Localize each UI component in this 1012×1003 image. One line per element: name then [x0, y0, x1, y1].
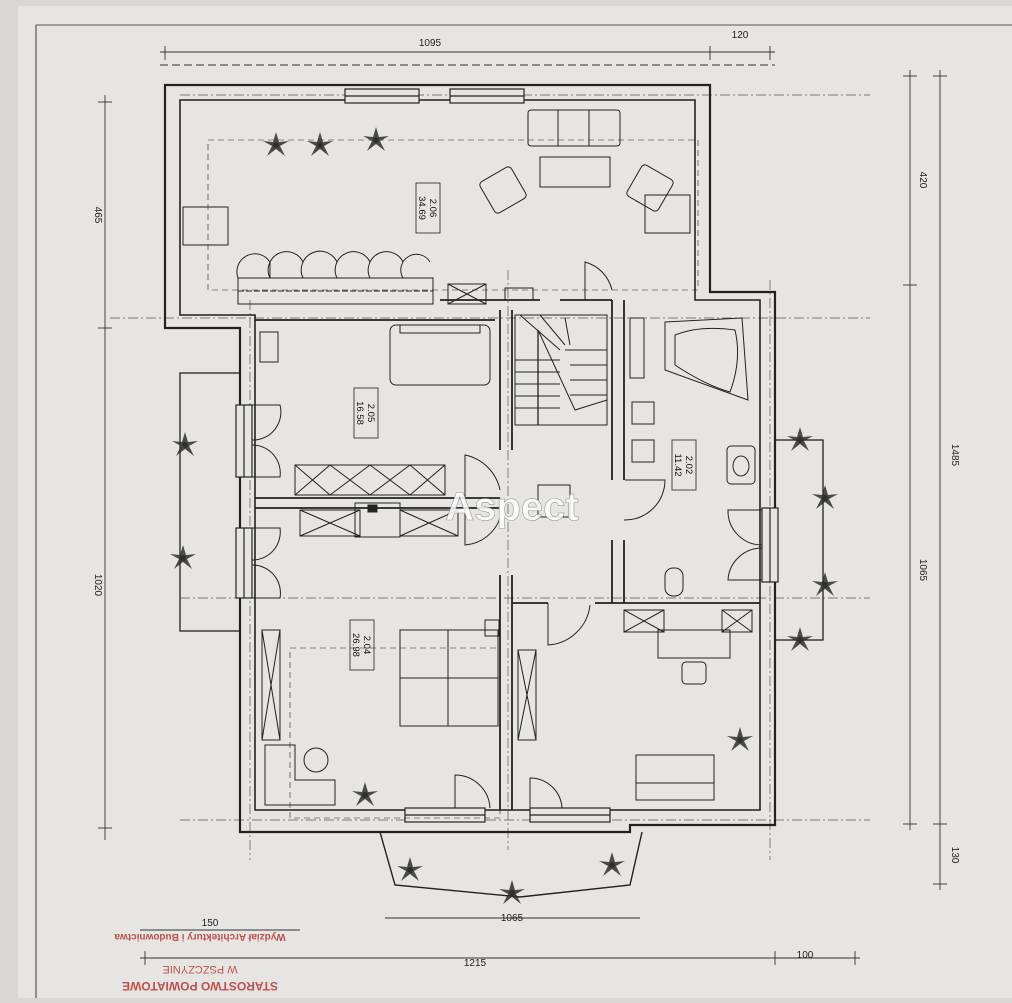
- exterior-walls: [163, 83, 824, 898]
- room-area: 26.98: [350, 633, 361, 657]
- room-202-tag: 2.02 11.42: [671, 439, 697, 491]
- doors: [251, 261, 763, 809]
- stamp-line-2: W PSZCZYNIE: [162, 963, 237, 975]
- dim-right-bottom: 130: [949, 847, 960, 864]
- dim-top-width: 1095: [419, 38, 442, 49]
- office-furniture: [623, 609, 753, 801]
- room-area: 16.58: [354, 401, 365, 425]
- room-area: 11.42: [672, 453, 683, 476]
- dimension-lines: [98, 46, 947, 965]
- staircase: [514, 314, 608, 426]
- stamp-line-1: STAROSTWO POWIATOWE: [122, 979, 278, 993]
- bathroom-fixtures: [629, 317, 756, 597]
- dim-right-top: 420: [917, 172, 928, 189]
- dim-bottom-total: 1215: [464, 958, 487, 969]
- room-204-tag: 2.04 26.98: [349, 619, 375, 671]
- bedroom-204-furniture: [261, 619, 537, 819]
- room-area: 34.69: [416, 196, 427, 220]
- dimension-labels: 1095 120 465 1020 420 1485 1065 130 1065…: [92, 30, 960, 969]
- official-stamp: STAROSTWO POWIATOWE W PSZCZYNIE Wydział …: [114, 931, 286, 993]
- dim-bottom-left: 150: [202, 918, 219, 929]
- dim-right-mid: 1065: [917, 559, 928, 582]
- dim-left-main: 1020: [92, 574, 103, 597]
- room-205-tag: 2.05 16.58: [353, 387, 379, 439]
- room-labels: 2.06 34.69 2.05 16.58 2.02 11.42 2.04 26…: [349, 182, 697, 671]
- living-room-furniture: [182, 109, 699, 305]
- dim-right-total: 1485: [949, 444, 960, 467]
- room-206-tag: 2.06 34.69: [415, 182, 441, 234]
- room-number: 2.06: [427, 199, 438, 218]
- dim-top-right: 120: [732, 30, 749, 41]
- room-number: 2.04: [361, 636, 372, 655]
- stamp-line-3: Wydział Architektury i Budownictwa: [114, 931, 286, 942]
- bedroom-205-furniture: [259, 324, 491, 496]
- room-number: 2.02: [683, 456, 694, 475]
- dim-bottom-bay: 1065: [501, 913, 524, 924]
- hall-furniture: [299, 484, 571, 538]
- watermark-text: Aspect: [445, 485, 578, 529]
- windows: [235, 88, 779, 823]
- room-number: 2.05: [365, 404, 376, 423]
- dim-left-top: 465: [92, 207, 103, 224]
- dim-bottom-right: 100: [797, 950, 814, 961]
